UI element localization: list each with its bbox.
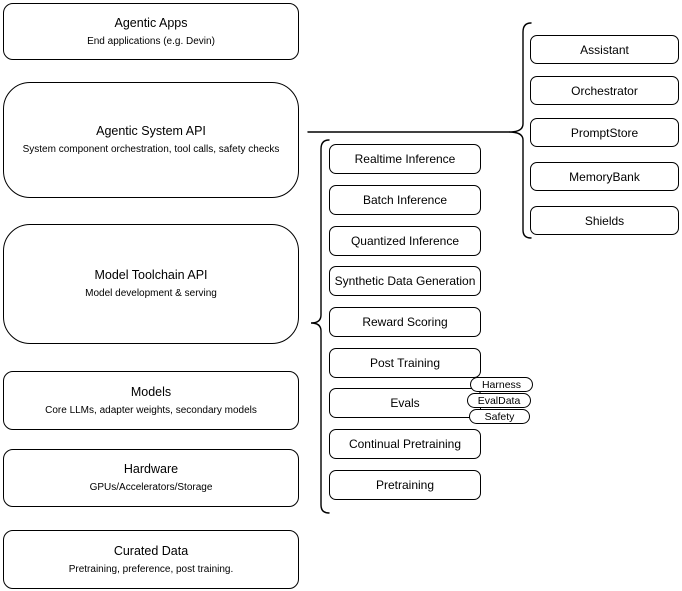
node-memorybank[interactable]: MemoryBank — [530, 162, 679, 191]
node-title: Models — [130, 384, 172, 399]
tag-safety[interactable]: Safety — [469, 409, 530, 424]
node-title: Curated Data — [113, 543, 189, 558]
node-orchestrator[interactable]: Orchestrator — [530, 76, 679, 105]
node-subtitle: System component orchestration, tool cal… — [22, 144, 280, 155]
node-title: Agentic Apps — [114, 15, 188, 30]
node-batch-inference[interactable]: Batch Inference — [329, 185, 481, 215]
node-promptstore[interactable]: PromptStore — [530, 118, 679, 147]
node-continual-pretraining[interactable]: Continual Pretraining — [329, 429, 481, 459]
components-brace — [508, 22, 532, 239]
node-title: Agentic System API — [96, 124, 206, 138]
node-model-toolchain-api[interactable]: Model Toolchain API Model development & … — [3, 224, 299, 344]
node-subtitle: End applications (e.g. Devin) — [87, 35, 215, 47]
node-models[interactable]: Models Core LLMs, adapter weights, secon… — [3, 371, 299, 430]
node-assistant[interactable]: Assistant — [530, 35, 679, 64]
node-title: Hardware — [123, 462, 179, 476]
node-evals[interactable]: Evals — [329, 388, 481, 418]
toolchain-brace — [310, 139, 330, 514]
node-agentic-system-api[interactable]: Agentic System API System component orch… — [3, 82, 299, 198]
node-quantized-inference[interactable]: Quantized Inference — [329, 226, 481, 256]
tag-evaldata[interactable]: EvalData — [467, 393, 531, 408]
node-realtime-inference[interactable]: Realtime Inference — [329, 144, 481, 174]
node-shields[interactable]: Shields — [530, 206, 679, 235]
node-subtitle: Core LLMs, adapter weights, secondary mo… — [45, 404, 257, 416]
node-subtitle: Pretraining, preference, post training. — [68, 563, 234, 575]
node-reward-scoring[interactable]: Reward Scoring — [329, 307, 481, 337]
node-pretraining[interactable]: Pretraining — [329, 470, 481, 500]
tag-harness[interactable]: Harness — [470, 377, 533, 392]
node-synthetic-data-generation[interactable]: Synthetic Data Generation — [329, 266, 481, 296]
node-curated-data[interactable]: Curated Data Pretraining, preference, po… — [3, 530, 299, 589]
node-post-training[interactable]: Post Training — [329, 348, 481, 378]
node-subtitle: GPUs/Accelerators/Storage — [89, 482, 213, 493]
node-hardware[interactable]: Hardware GPUs/Accelerators/Storage — [3, 449, 299, 507]
node-title: Model Toolchain API — [94, 268, 208, 282]
node-subtitle: Model development & serving — [85, 288, 217, 299]
node-agentic-apps[interactable]: Agentic Apps End applications (e.g. Devi… — [3, 3, 299, 60]
